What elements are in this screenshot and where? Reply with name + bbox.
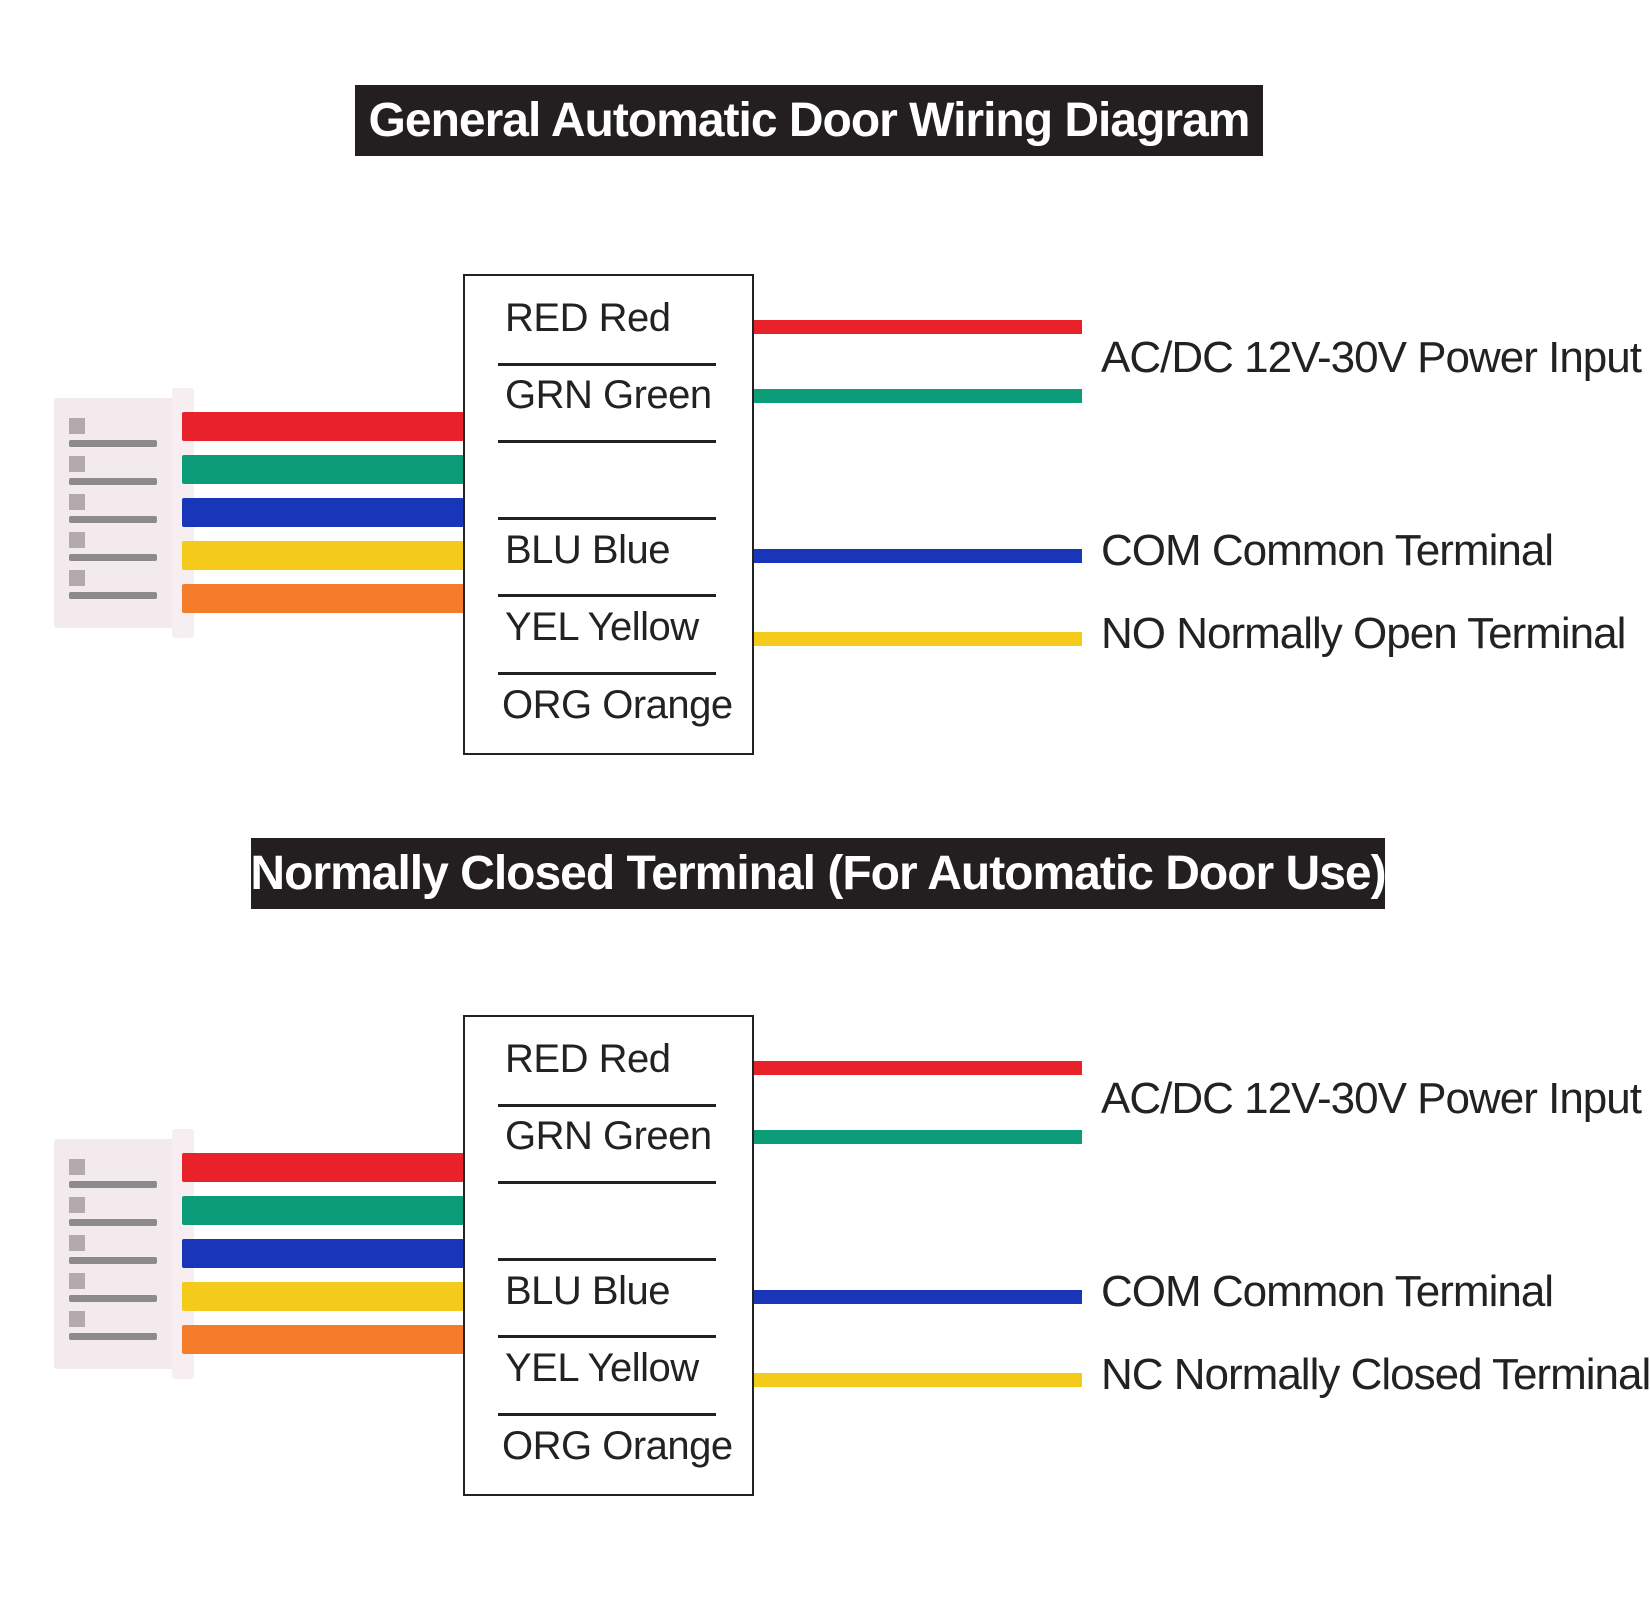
- connector-pin: [69, 1181, 157, 1188]
- lead-wire-yellow: [182, 1282, 464, 1311]
- pin-tab: [69, 494, 85, 510]
- output-wire-blue: [754, 1290, 1082, 1304]
- legend-orange: ORG Orange: [502, 683, 733, 727]
- output-wire-red: [754, 320, 1082, 334]
- legend-divider: [498, 1258, 716, 1261]
- output-wire-red: [754, 1061, 1082, 1075]
- color-legend: RED Red GRN Green BLU Blue YEL Yellow OR…: [463, 1015, 754, 1496]
- legend-yellow: YEL Yellow: [505, 605, 699, 649]
- lead-wire-green: [182, 1196, 464, 1225]
- connector-pin: [69, 1257, 157, 1264]
- pin-tab: [69, 1273, 85, 1289]
- connector-pin: [69, 554, 157, 561]
- legend-green: GRN Green: [505, 373, 712, 417]
- legend-blue: BLU Blue: [505, 1269, 670, 1313]
- connector-pin: [69, 516, 157, 523]
- legend-divider: [498, 440, 716, 443]
- power-input-label: AC/DC 12V-30V Power Input: [1101, 1074, 1642, 1123]
- connector-pin: [69, 1333, 157, 1340]
- legend-divider: [498, 1181, 716, 1184]
- connector-pin: [69, 440, 157, 447]
- pin-tab: [69, 1311, 85, 1327]
- legend-green: GRN Green: [505, 1114, 712, 1158]
- output-wire-green: [754, 1130, 1082, 1144]
- connector-plug: [54, 388, 194, 638]
- common-terminal-label: COM Common Terminal: [1101, 1267, 1554, 1316]
- contact-terminal-label: NO Normally Open Terminal: [1101, 609, 1626, 658]
- pin-tab: [69, 456, 85, 472]
- lead-wire-blue: [182, 1239, 464, 1268]
- legend-divider: [498, 1335, 716, 1338]
- legend-red: RED Red: [505, 1037, 671, 1081]
- diagram-title: Normally Closed Terminal (For Automatic …: [250, 838, 1387, 909]
- legend-red: RED Red: [505, 296, 671, 340]
- output-wire-yellow: [754, 632, 1082, 646]
- legend-yellow: YEL Yellow: [505, 1346, 699, 1390]
- lead-wire-red: [182, 1153, 464, 1182]
- connector-housing: [54, 1139, 179, 1369]
- pin-tab: [69, 1197, 85, 1213]
- pin-tab: [69, 570, 85, 586]
- lead-wire-green: [182, 455, 464, 484]
- legend-divider: [498, 1104, 716, 1107]
- wiring-diagram: RED Red GRN Green BLU Blue YEL Yellow OR…: [0, 270, 1642, 790]
- wiring-diagram: RED Red GRN Green BLU Blue YEL Yellow OR…: [0, 1011, 1650, 1531]
- diagram-title: General Automatic Door Wiring Diagram: [355, 85, 1263, 156]
- connector-plug: [54, 1129, 194, 1379]
- output-wire-yellow: [754, 1373, 1082, 1387]
- legend-blue: BLU Blue: [505, 528, 670, 572]
- common-terminal-label: COM Common Terminal: [1101, 526, 1554, 575]
- legend-divider: [498, 594, 716, 597]
- connector-pin: [69, 1295, 157, 1302]
- connector-pin: [69, 1219, 157, 1226]
- lead-wire-orange: [182, 1325, 464, 1354]
- legend-divider: [498, 517, 716, 520]
- legend-divider: [498, 363, 716, 366]
- pin-tab: [69, 532, 85, 548]
- legend-orange: ORG Orange: [502, 1424, 733, 1468]
- lead-wire-red: [182, 412, 464, 441]
- pin-tab: [69, 1159, 85, 1175]
- connector-pin: [69, 478, 157, 485]
- output-wire-green: [754, 389, 1082, 403]
- color-legend: RED Red GRN Green BLU Blue YEL Yellow OR…: [463, 274, 754, 755]
- connector-housing: [54, 398, 179, 628]
- pin-tab: [69, 418, 85, 434]
- output-wire-blue: [754, 549, 1082, 563]
- lead-wire-yellow: [182, 541, 464, 570]
- legend-divider: [498, 1413, 716, 1416]
- contact-terminal-label: NC Normally Closed Terminal: [1101, 1350, 1650, 1399]
- lead-wire-orange: [182, 584, 464, 613]
- lead-wire-blue: [182, 498, 464, 527]
- connector-pin: [69, 592, 157, 599]
- pin-tab: [69, 1235, 85, 1251]
- legend-divider: [498, 672, 716, 675]
- power-input-label: AC/DC 12V-30V Power Input: [1101, 333, 1642, 382]
